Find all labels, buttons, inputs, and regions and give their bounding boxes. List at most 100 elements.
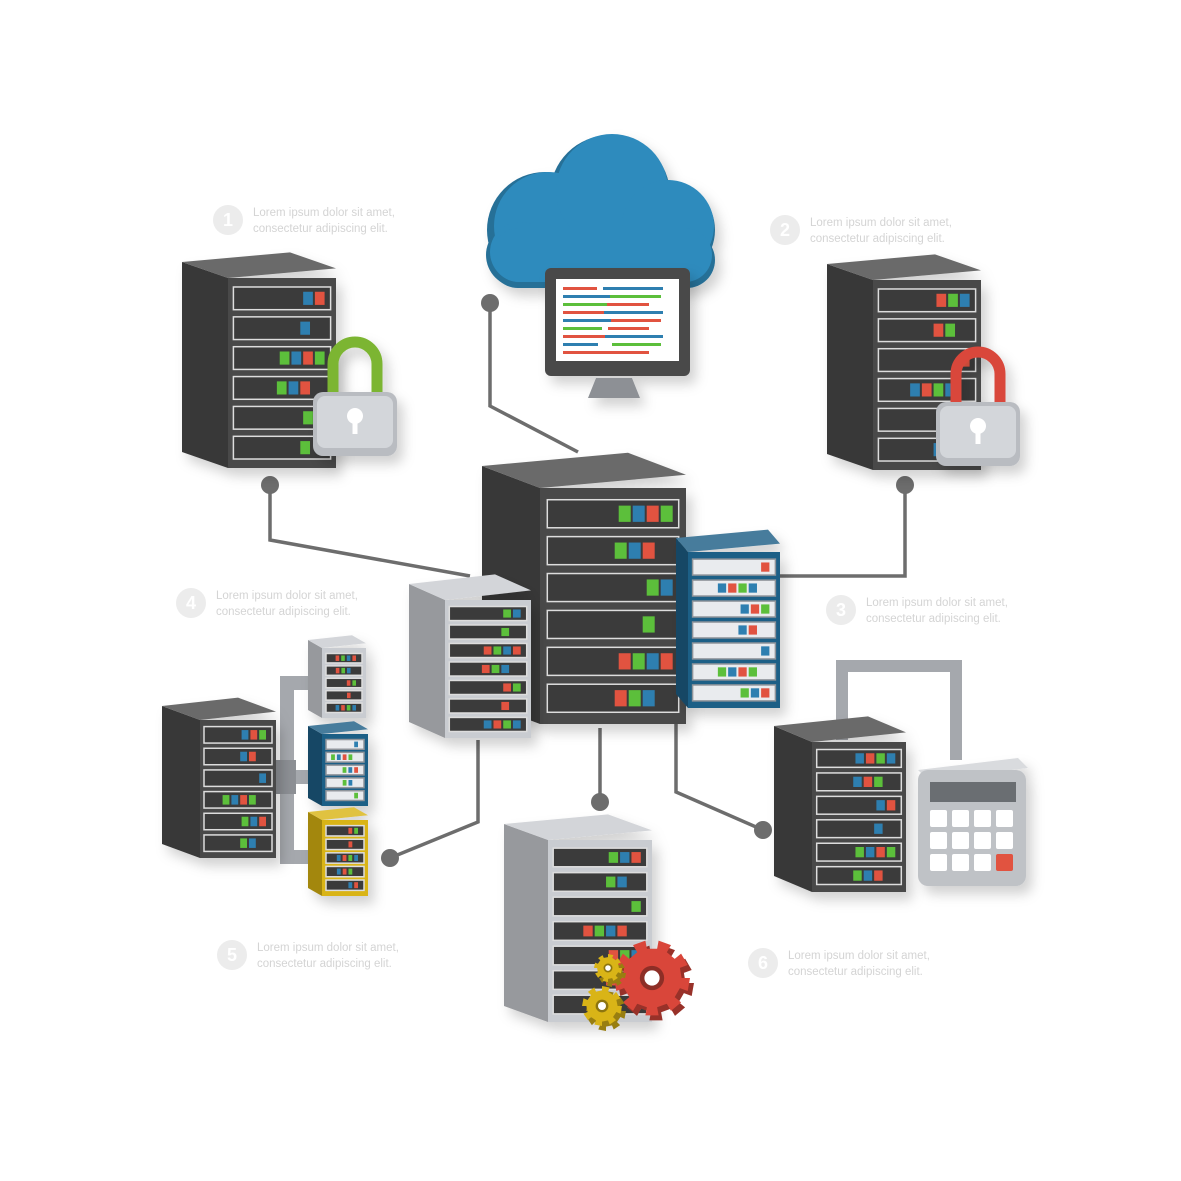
status-led [761,688,770,698]
status-led [642,542,655,559]
status-led [761,604,770,614]
status-led [241,730,249,740]
rack-slot [448,624,528,640]
screen-line [563,335,615,338]
status-led [728,667,737,677]
rack-slot [546,609,680,640]
status-led [863,776,873,788]
rack-slot [546,572,680,603]
status-led [354,767,358,773]
status-led [483,720,492,729]
rack-unit [162,697,276,858]
status-led [240,838,247,848]
calculator-key [930,810,947,827]
calculator-key [930,854,947,871]
caption-1: 1 Lorem ipsum dolor sit amet, consectetu… [213,205,395,237]
status-led [853,776,862,788]
calculator-key [974,810,991,827]
connector-cloud [488,303,579,454]
rack-unit [504,814,652,1022]
status-led [936,293,947,307]
caption-line: Lorem ipsum dolor sit amet, [216,590,358,602]
rack-unit [308,635,366,718]
cloud-monitor-icon [486,134,715,398]
status-led [341,655,345,661]
caption-number: 2 [770,215,800,245]
status-led [646,579,659,596]
status-led [948,293,958,307]
rack-unit [308,721,368,806]
status-led [761,646,770,656]
status-led [728,583,737,593]
monitor [545,268,690,398]
status-led [738,667,747,677]
status-led [646,653,659,670]
status-led [259,816,266,827]
status-led [335,705,340,711]
rack-slot [325,677,363,689]
status-led [348,754,353,761]
padlock-shackle [327,336,383,398]
status-led [336,855,341,861]
screen-line [563,319,619,322]
caption-4: 4 Lorem ipsum dolor sit amet, consectetu… [176,588,358,620]
status-led [646,505,659,522]
status-led [276,381,287,395]
status-led [501,627,510,637]
status-led [501,664,510,674]
rack-slot [325,738,365,751]
status-led [348,841,353,848]
caption-line: Lorem ipsum dolor sit amet, [810,217,952,229]
caption-line: consectetur adipiscing elit. [866,613,1001,625]
connector-top-left [268,485,471,578]
status-led [231,795,239,805]
calculator-key [952,832,969,849]
status-led [748,625,757,635]
status-led [348,855,353,861]
status-led [241,816,249,827]
rack-unit [676,529,780,708]
screen-line [611,319,661,322]
status-led [501,701,510,711]
status-led [750,604,760,614]
status-led [865,846,875,858]
status-led [853,870,862,881]
status-led [291,351,302,365]
status-led [717,583,727,593]
status-led [748,583,757,593]
status-led [354,882,358,889]
caption-line: consectetur adipiscing elit. [253,223,388,235]
status-led [342,767,347,773]
rack-slot [546,646,680,677]
caption-line: consectetur adipiscing elit. [257,958,392,970]
screen-line [563,295,610,298]
status-led [618,653,631,670]
status-led [240,751,247,762]
status-led [855,753,864,764]
status-led [300,441,311,455]
screen-line [563,351,611,354]
server-gears-icon [504,814,694,1031]
caption-5: 5 Lorem ipsum dolor sit amet, consectetu… [217,940,399,972]
rack-slot [203,769,273,788]
status-led [493,646,502,655]
network-pipes [270,676,316,864]
status-led [348,779,353,786]
status-led [303,411,313,425]
status-led [660,579,673,596]
rack-slot [877,347,977,373]
status-led [279,351,290,365]
status-led [959,293,970,307]
status-led [300,321,311,335]
calculator [918,758,1028,886]
status-led [620,852,630,863]
status-led [512,720,521,729]
status-led [249,751,256,762]
calculator-key [996,832,1013,849]
status-led [886,753,896,764]
status-led [761,562,770,572]
caption-line: Lorem ipsum dolor sit amet, [257,942,399,954]
rack-slot [325,824,365,837]
screen-line [563,287,597,290]
status-led [886,800,896,811]
